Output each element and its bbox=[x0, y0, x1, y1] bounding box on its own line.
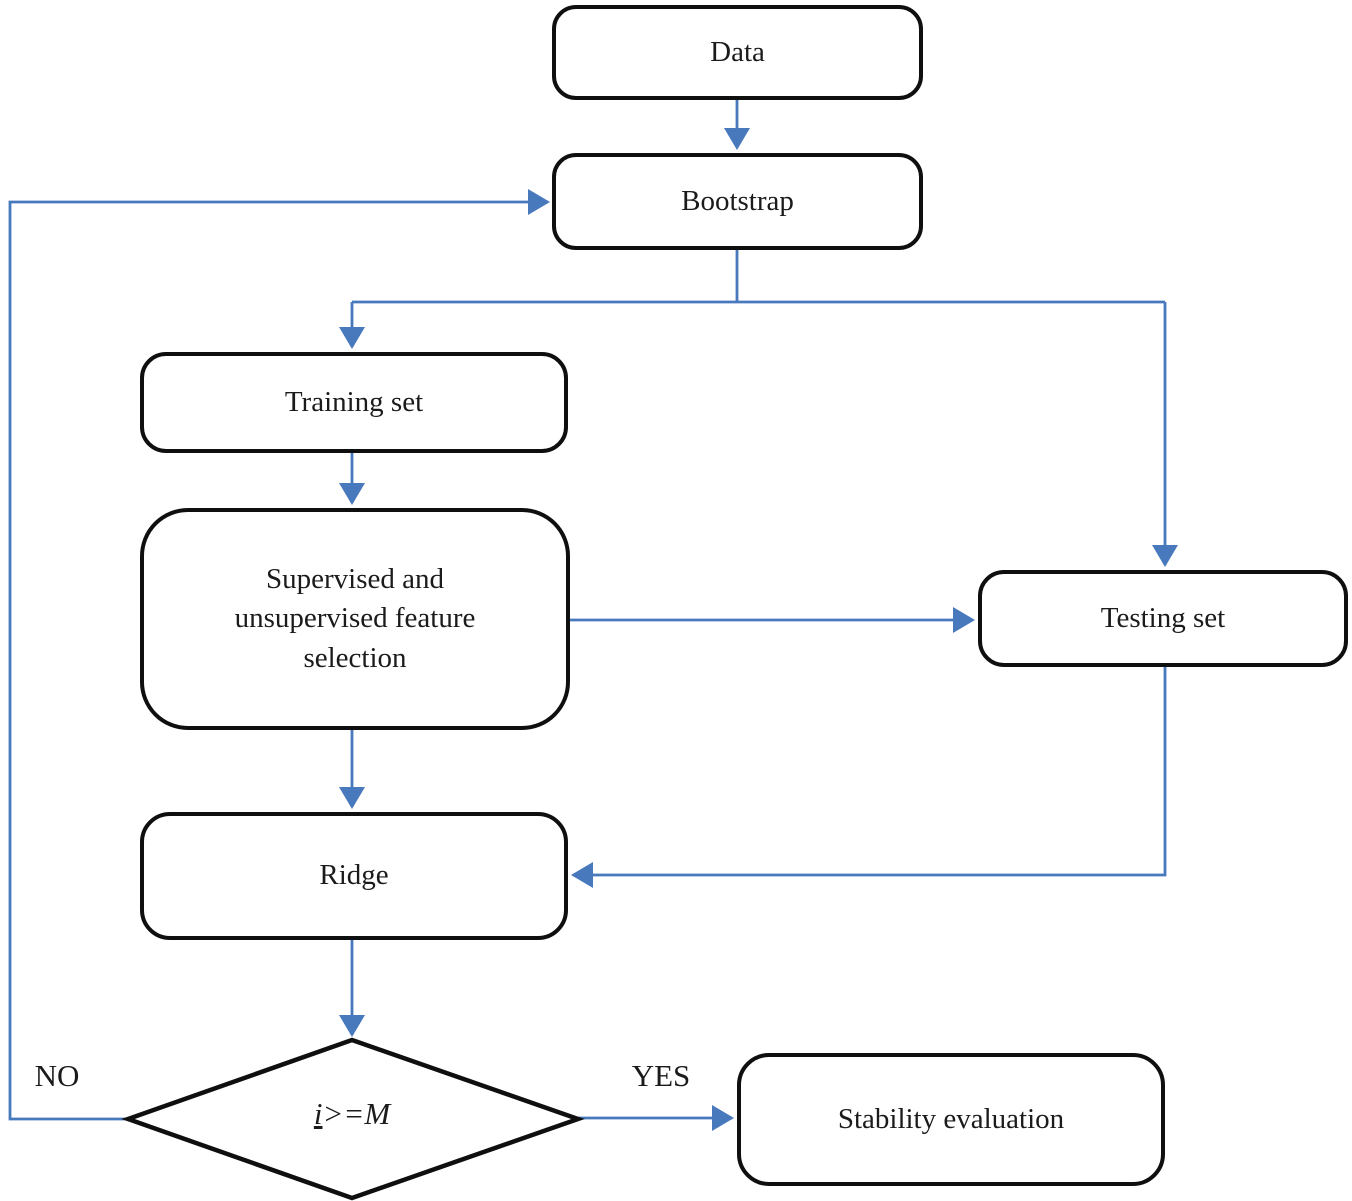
node-bootstrap: Bootstrap bbox=[552, 153, 923, 250]
decision-bound: M bbox=[364, 1096, 391, 1131]
node-training-set-label: Training set bbox=[284, 385, 424, 418]
edge-testing-set-to-ridge bbox=[571, 667, 1167, 888]
node-testing-set-label: Testing set bbox=[1100, 601, 1226, 634]
node-data: Data bbox=[552, 5, 923, 100]
decision-condition: i>=M bbox=[252, 1096, 452, 1132]
node-feature-selection: Supervised and unsupervised feature sele… bbox=[140, 508, 570, 730]
edge-decision-no-loop-to-bootstrap bbox=[8, 189, 550, 1121]
node-data-label: Data bbox=[710, 35, 765, 68]
node-ridge-label: Ridge bbox=[319, 859, 389, 892]
node-ridge: Ridge bbox=[140, 812, 568, 940]
node-feature-selection-label: Supervised and unsupervised feature sele… bbox=[234, 563, 476, 674]
node-training-set: Training set bbox=[140, 352, 568, 453]
decision-diamond bbox=[121, 1037, 585, 1201]
decision-operator: >= bbox=[322, 1096, 365, 1131]
node-stability-evaluation: Stability evaluation bbox=[737, 1053, 1165, 1186]
node-testing-set: Testing set bbox=[978, 570, 1348, 667]
branch-label-yes: YES bbox=[631, 1058, 691, 1093]
node-bootstrap-label: Bootstrap bbox=[681, 184, 794, 217]
branch-label-no: NO bbox=[34, 1058, 80, 1093]
decision-variable: i bbox=[313, 1096, 323, 1131]
node-stability-evaluation-label: Stability evaluation bbox=[837, 1102, 1065, 1135]
